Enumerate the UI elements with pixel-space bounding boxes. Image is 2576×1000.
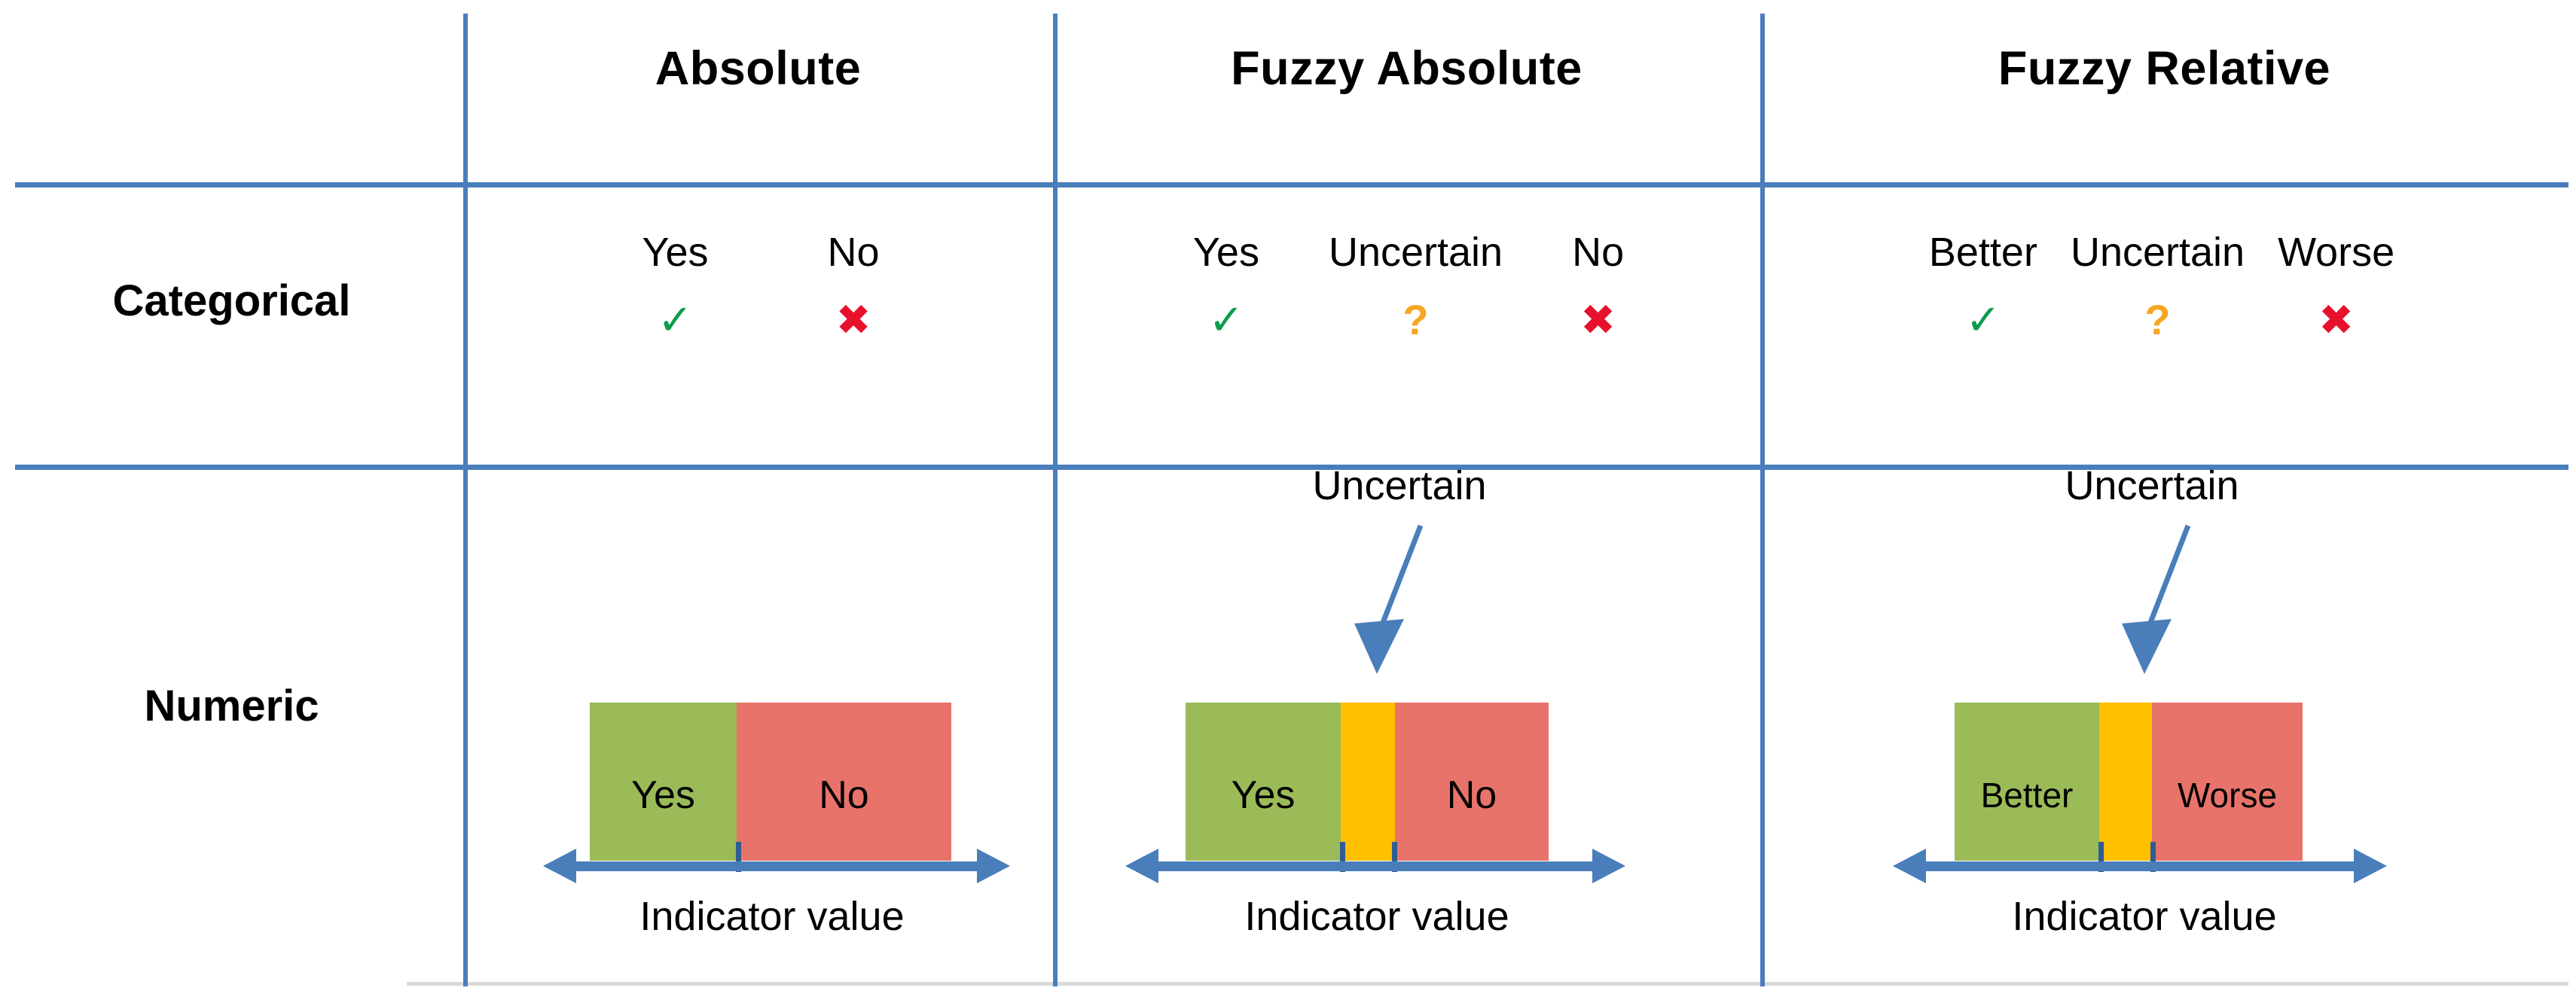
column-divider-3: [1760, 14, 1765, 986]
segment-label: Yes: [1231, 773, 1296, 817]
categorical-option-label: Yes: [642, 230, 709, 275]
numeric-diagram-fuzzy-absolute: Uncertain Yes No Indicator value: [1053, 463, 1760, 979]
categorical-option: Yes ✓: [1193, 226, 1259, 354]
axis-shaft: [569, 861, 984, 871]
indicator-axis: [1125, 849, 1625, 883]
uncertain-callout-label: Uncertain: [1312, 463, 1487, 508]
segment-red: No: [1395, 703, 1549, 861]
categorical-option-label: Uncertain: [2070, 230, 2245, 275]
segment-red: Worse: [2152, 703, 2303, 861]
question-mark-icon: ?: [2144, 296, 2171, 343]
segment-bar: Better Worse: [1955, 703, 2303, 861]
row-label-categorical: Categorical: [112, 276, 351, 325]
uncertain-callout-label: Uncertain: [2065, 463, 2239, 508]
segment-green: Better: [1955, 703, 2099, 861]
segment-label: Better: [1980, 776, 2074, 815]
segment-red: No: [737, 703, 951, 861]
uncertain-callout-arrow: [1354, 524, 1424, 674]
numeric-diagram-fuzzy-relative: Uncertain Better Worse Indicator value: [1760, 463, 2568, 979]
header-bottom-rule: [15, 182, 2568, 188]
arrow-head-right: [2354, 849, 2387, 883]
column-header-fuzzy-absolute: Fuzzy Absolute: [1231, 42, 1583, 95]
categorical-option-label: Uncertain: [1328, 230, 1503, 275]
numeric-diagram-absolute: Yes No Indicator value: [463, 527, 1053, 979]
categorical-option: Worse ✖: [2278, 226, 2394, 354]
categorical-option-label: Yes: [1192, 230, 1259, 275]
arrow-head-right: [1592, 849, 1625, 883]
axis-caption: Indicator value: [2012, 894, 2277, 939]
categorical-cell-absolute: Yes ✓ No ✖: [490, 226, 1032, 437]
segment-uncertain-band: [2099, 703, 2152, 861]
arrow-head-right: [977, 849, 1010, 883]
cross-icon: ✖: [1580, 296, 1616, 343]
indicator-axis: [1893, 849, 2387, 883]
segment-label: No: [1446, 773, 1497, 817]
row-label-numeric: Numeric: [144, 681, 319, 730]
axis-caption: Indicator value: [639, 894, 905, 939]
categorical-option-label: Better: [1928, 230, 2037, 275]
check-icon: ✓: [1208, 296, 1244, 343]
categorical-option: Uncertain ?: [1329, 226, 1503, 354]
check-icon: ✓: [1965, 296, 2001, 343]
axis-tick: [736, 842, 741, 872]
column-divider-1: [463, 14, 468, 986]
segment-green: Yes: [590, 703, 737, 861]
indicator-axis: [543, 849, 1010, 883]
categorical-option: Yes ✓: [642, 226, 708, 354]
categorical-option: Better ✓: [1929, 226, 2037, 354]
segment-green: Yes: [1186, 703, 1341, 861]
cross-icon: ✖: [835, 296, 871, 343]
categorical-cell-fuzzy-relative: Better ✓ Uncertain ? Worse ✖: [1785, 226, 2538, 437]
uncertain-callout-arrow: [2122, 524, 2191, 674]
categorical-option-label: No: [1572, 230, 1625, 275]
categorical-option-label: No: [827, 230, 880, 275]
categorical-cell-fuzzy-absolute: Yes ✓ Uncertain ? No ✖: [1070, 226, 1747, 437]
column-divider-2: [1053, 14, 1058, 986]
axis-tick: [2150, 842, 2156, 872]
question-mark-icon: ?: [1402, 296, 1429, 343]
categorical-option: No ✖: [828, 226, 880, 354]
segment-uncertain-band: [1341, 703, 1395, 861]
segment-label: Worse: [2177, 776, 2278, 815]
segment-label: Yes: [631, 773, 695, 817]
column-header-absolute: Absolute: [655, 42, 862, 95]
axis-tick: [2098, 842, 2104, 872]
categorical-option: Uncertain ?: [2071, 226, 2245, 354]
segment-bar: Yes No: [590, 703, 951, 861]
categorical-option-label: Worse: [2278, 230, 2395, 275]
segment-label: No: [819, 773, 869, 817]
categorical-option: No ✖: [1572, 226, 1624, 354]
check-icon: ✓: [658, 296, 693, 343]
axis-caption: Indicator value: [1244, 894, 1509, 939]
cross-icon: ✖: [2318, 296, 2355, 343]
table-bottom-rule: [407, 982, 2568, 986]
axis-tick: [1392, 842, 1397, 872]
segment-bar: Yes No: [1186, 703, 1549, 861]
column-header-fuzzy-relative: Fuzzy Relative: [1998, 42, 2331, 95]
axis-shaft: [1918, 861, 2361, 871]
axis-shaft: [1151, 861, 1600, 871]
axis-tick: [1340, 842, 1345, 872]
categorical-bottom-rule: [15, 465, 2568, 470]
